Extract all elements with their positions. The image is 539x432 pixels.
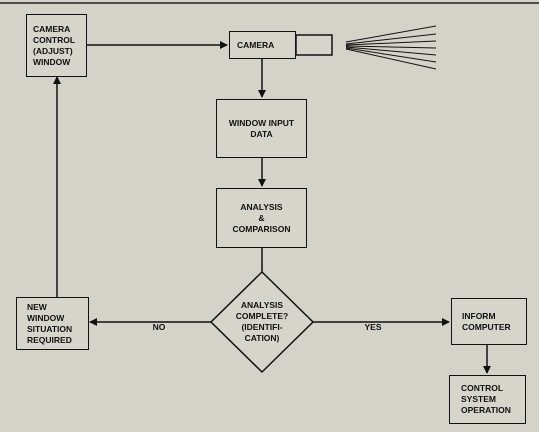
camera-label: CAMERA (237, 39, 275, 50)
inform-computer-box: INFORM COMPUTER (451, 298, 527, 345)
inform-computer-label: INFORM COMPUTER (462, 310, 511, 332)
camera-control-label: CAMERA CONTROL (ADJUST) WINDOW (33, 23, 76, 67)
yes-label: YES (364, 322, 382, 332)
decision-label: ANALYSIS COMPLETE? (IDENTIFI- CATION) (235, 300, 289, 343)
new-window-box: NEW WINDOW SITUATION REQUIRED (16, 297, 89, 350)
camera-lens-icon (295, 34, 333, 56)
camera-box: CAMERA (229, 31, 296, 59)
analysis-box: ANALYSIS & COMPARISON (216, 188, 307, 248)
decision-diamond (209, 270, 315, 374)
light-rays-icon (345, 25, 437, 70)
new-window-label: NEW WINDOW SITUATION REQUIRED (27, 301, 73, 345)
camera-control-box: CAMERA CONTROL (ADJUST) WINDOW (26, 14, 87, 77)
no-label: NO (152, 322, 166, 332)
control-system-box: CONTROL SYSTEM OPERATION (449, 375, 526, 424)
window-input-label: WINDOW INPUT DATA (228, 117, 295, 139)
window-input-box: WINDOW INPUT DATA (216, 99, 307, 158)
control-system-label: CONTROL SYSTEM OPERATION (461, 383, 511, 415)
analysis-label: ANALYSIS & COMPARISON (232, 201, 291, 234)
